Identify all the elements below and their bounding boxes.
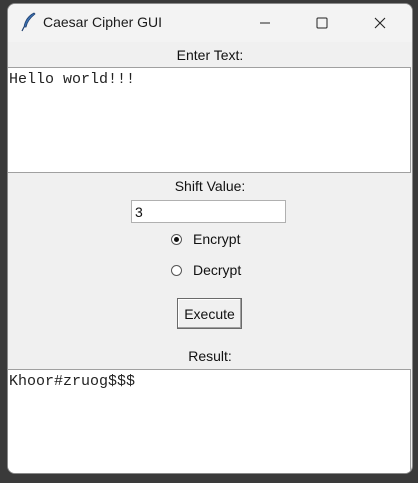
close-button[interactable] bbox=[357, 4, 403, 42]
maximize-button[interactable] bbox=[299, 4, 345, 42]
window-title: Caesar Cipher GUI bbox=[43, 14, 163, 30]
encrypt-radio[interactable] bbox=[171, 233, 182, 245]
maximize-icon bbox=[316, 14, 328, 33]
title-bar[interactable]: Caesar Cipher GUI bbox=[8, 4, 412, 42]
result-label: Result: bbox=[188, 348, 232, 364]
encrypt-label: Encrypt bbox=[193, 231, 241, 247]
close-icon bbox=[374, 14, 386, 33]
enter-text-label: Enter Text: bbox=[176, 47, 244, 63]
decrypt-radio-option[interactable]: Decrypt bbox=[171, 260, 241, 280]
execute-button[interactable]: Execute bbox=[177, 298, 242, 329]
decrypt-radio[interactable] bbox=[171, 264, 182, 276]
input-textarea[interactable]: Hello world!!! bbox=[8, 67, 411, 173]
decrypt-label: Decrypt bbox=[193, 262, 242, 278]
minimize-icon bbox=[259, 14, 271, 33]
app-window: Caesar Cipher GUI Enter Text: Hello worl… bbox=[7, 3, 413, 474]
shift-value-label: Shift Value: bbox=[174, 178, 246, 194]
feather-icon bbox=[20, 12, 38, 32]
result-textarea[interactable]: Khoor#zruog$$$ bbox=[8, 369, 411, 473]
minimize-button[interactable] bbox=[242, 4, 288, 42]
encrypt-radio-option[interactable]: Encrypt bbox=[171, 229, 240, 249]
shift-value-input[interactable] bbox=[131, 200, 286, 223]
